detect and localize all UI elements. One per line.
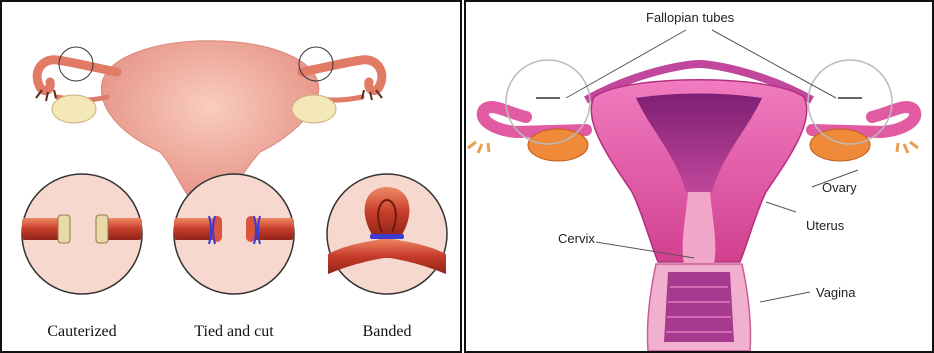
label-cervix: Cervix [558, 231, 595, 246]
anatomy-panel: Fallopian tubes Ovary Uterus Cervix Vagi… [464, 0, 934, 353]
tied-and-cut-detail [174, 174, 294, 294]
ligation-methods-illustration: Cauterized Tied and cut Banded [2, 2, 460, 351]
label-vagina: Vagina [816, 285, 856, 300]
caption-banded: Banded [363, 323, 412, 340]
banded-detail [327, 174, 447, 294]
uterus-body [591, 80, 806, 264]
right-ovary [292, 95, 336, 123]
cauterized-detail [22, 174, 142, 294]
left-ovary [52, 95, 96, 123]
ovary-right [810, 129, 870, 161]
vagina-drawing [647, 264, 750, 351]
label-ovary: Ovary [822, 180, 857, 195]
label-uterus: Uterus [806, 218, 845, 233]
ovary-left [528, 129, 588, 161]
ligation-methods-panel: Cauterized Tied and cut Banded [0, 0, 462, 353]
anatomy-illustration: Fallopian tubes Ovary Uterus Cervix Vagi… [466, 2, 932, 351]
label-fallopian-tubes: Fallopian tubes [646, 10, 735, 25]
caption-tied-and-cut: Tied and cut [194, 323, 274, 340]
caption-cauterized: Cauterized [47, 323, 116, 340]
